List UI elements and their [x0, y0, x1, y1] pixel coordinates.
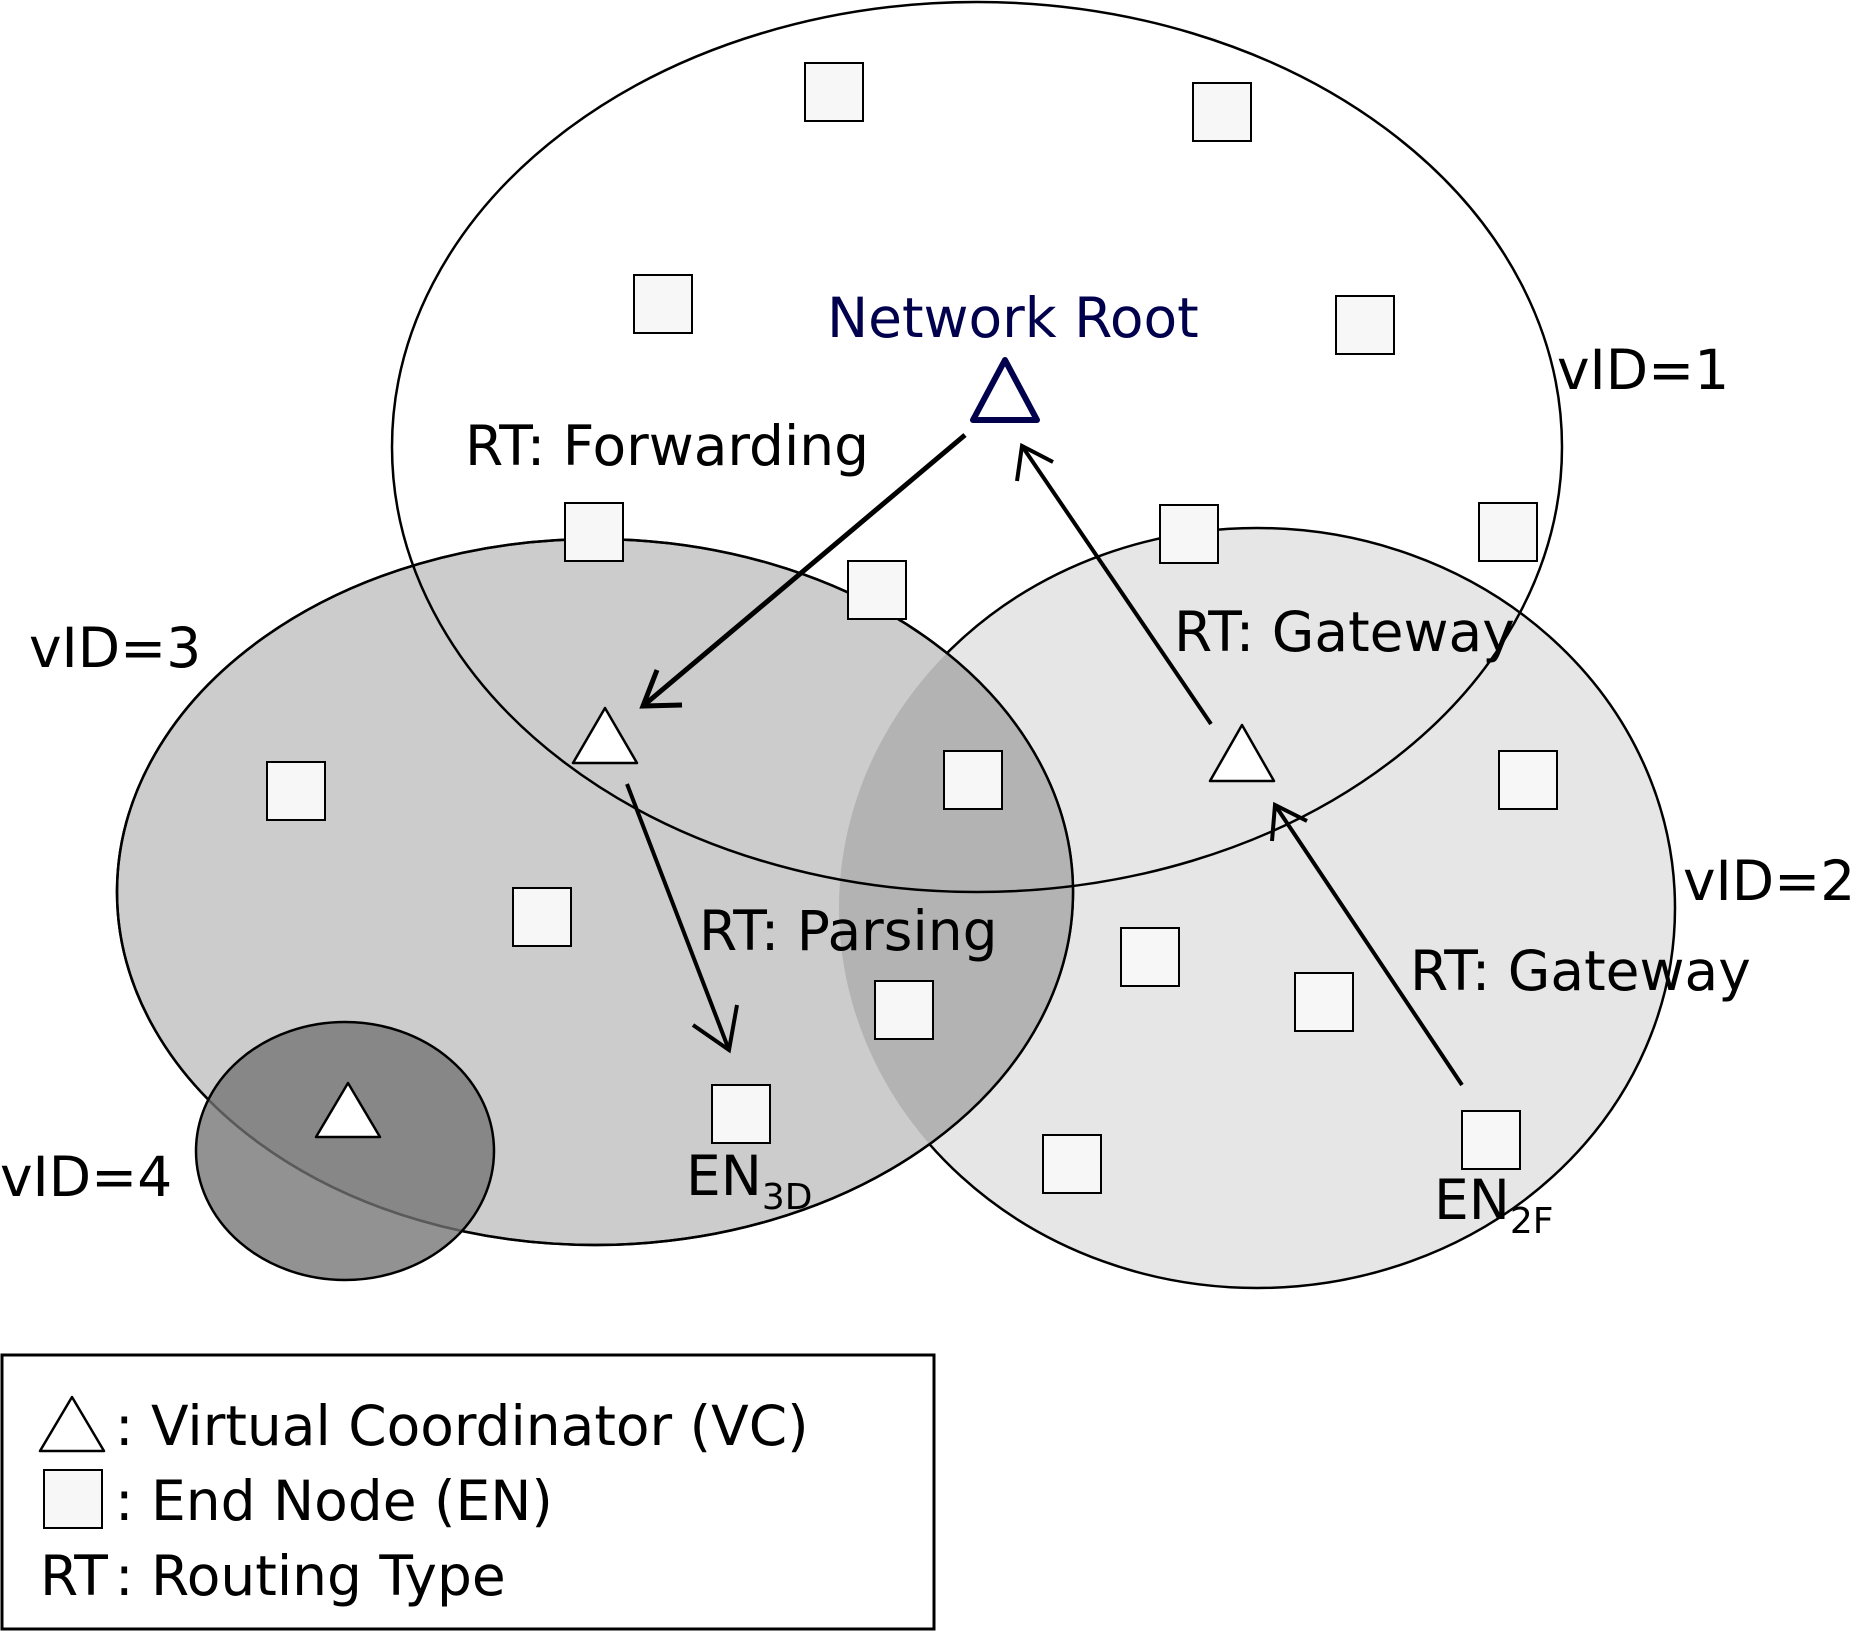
end-node — [633, 274, 693, 334]
en2f-label-sub: 2F — [1510, 1201, 1554, 1242]
zone-vid4 — [194, 1020, 496, 1282]
end-node-en3d — [711, 1084, 771, 1144]
en2f-label: EN2F — [1434, 1168, 1554, 1242]
vc-vid2-triangle-icon — [1208, 723, 1276, 783]
zone-label-vid3: vID=3 — [29, 616, 201, 680]
end-node — [1159, 504, 1219, 564]
end-node — [1120, 927, 1180, 987]
legend-rt-text: : Routing Type — [115, 1544, 506, 1608]
network-root-triangle-icon — [970, 357, 1040, 423]
en3d-label-base: EN — [686, 1144, 762, 1208]
end-node — [1294, 972, 1354, 1032]
network-root-label: Network Root — [827, 286, 1199, 350]
legend-rt-prefix: RT — [40, 1544, 108, 1608]
end-node — [874, 980, 934, 1040]
legend: : Virtual Coordinator (VC) : End Node (E… — [0, 1353, 936, 1631]
end-node — [943, 750, 1003, 810]
end-node — [1042, 1134, 1102, 1194]
zone-label-vid2: vID=2 — [1683, 849, 1855, 913]
rt-forwarding-label: RT: Forwarding — [465, 414, 869, 478]
rt-parsing-label: RT: Parsing — [699, 899, 998, 963]
legend-box — [0, 1353, 936, 1631]
en2f-label-base: EN — [1434, 1168, 1510, 1232]
vc-vid4-triangle-icon — [314, 1081, 382, 1139]
end-node — [1335, 295, 1395, 355]
arrow-en2f-gateway — [1270, 801, 1464, 1087]
end-node — [266, 761, 326, 821]
zone-vid1 — [390, 0, 1564, 894]
end-node-en2f — [1461, 1110, 1521, 1170]
end-node — [847, 560, 907, 620]
end-node — [1478, 502, 1538, 562]
end-node — [1192, 82, 1252, 142]
rt-gateway-lower-label: RT: Gateway — [1410, 939, 1751, 1003]
end-nodes — [266, 62, 1558, 1194]
end-node — [1498, 750, 1558, 810]
arrow-forwarding — [639, 433, 967, 709]
zone-label-vid1: vID=1 — [1557, 338, 1729, 402]
en3d-label: EN3D — [686, 1144, 813, 1218]
legend-vc-text: : Virtual Coordinator (VC) — [115, 1394, 809, 1458]
arrow-parsing — [625, 783, 739, 1054]
legend-triangle-icon — [38, 1395, 106, 1453]
end-node — [512, 887, 572, 947]
legend-square-icon — [43, 1469, 103, 1529]
en3d-label-sub: 3D — [762, 1177, 813, 1218]
vc-vid3-triangle-icon — [571, 706, 639, 765]
zone-label-vid4: vID=4 — [0, 1145, 172, 1209]
end-node — [564, 502, 624, 562]
end-node — [804, 62, 864, 122]
legend-en-text: : End Node (EN) — [115, 1469, 553, 1533]
rt-gateway-upper-label: RT: Gateway — [1174, 600, 1515, 664]
arrow-gateway-to-root — [1015, 442, 1213, 726]
